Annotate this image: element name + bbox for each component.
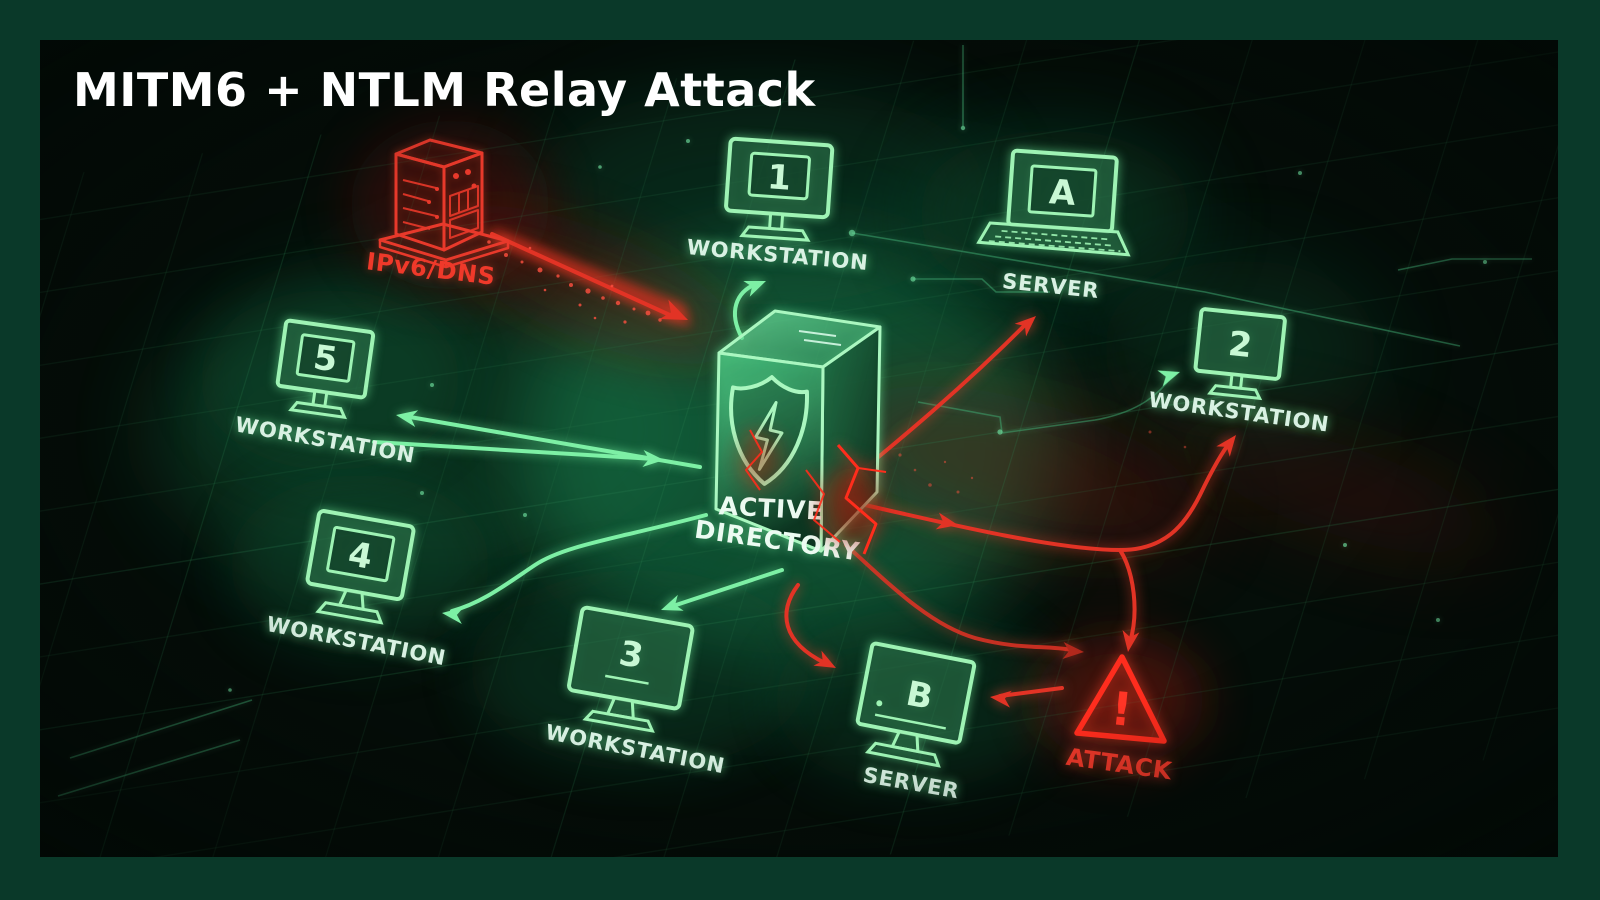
page-title: MITM6 + NTLM Relay Attack (73, 63, 817, 117)
vignette-overlay (40, 40, 1558, 857)
